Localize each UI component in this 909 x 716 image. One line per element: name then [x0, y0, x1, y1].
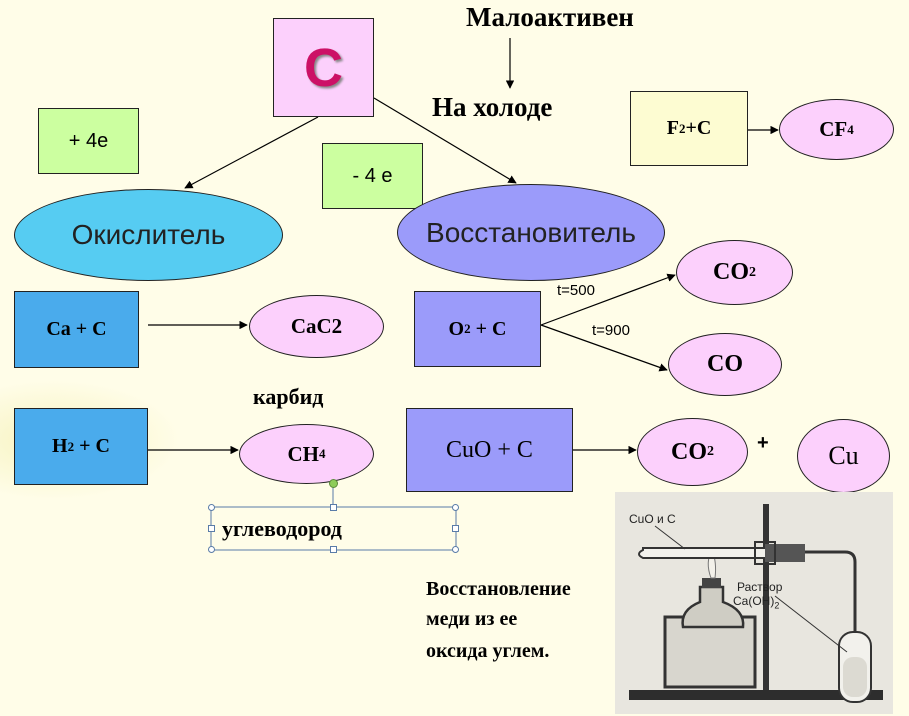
selection-handle[interactable]	[452, 504, 459, 511]
rotation-handle[interactable]	[329, 479, 338, 488]
temperature-500: t=500	[557, 282, 595, 299]
ch4-text: CH	[287, 441, 320, 466]
selection-handle[interactable]	[208, 546, 215, 553]
hydrogen-h: H	[52, 435, 68, 457]
carbon-box: C	[273, 18, 374, 117]
plus-sign: +	[757, 432, 769, 454]
co2-sub: 2	[749, 264, 756, 280]
hydrogen-sub: 2	[67, 438, 75, 454]
limewater-text: Ca(OH)	[733, 594, 775, 608]
apparatus-illustration: CuO и C Раствор Ca(OH)2	[615, 492, 893, 714]
oxygen-sub: 2	[464, 321, 471, 336]
fluorine-f: F	[666, 117, 679, 139]
cf4-sub: 4	[847, 121, 854, 137]
temperature-900: t=900	[592, 322, 630, 339]
gain-electrons-box: + 4е	[38, 108, 139, 174]
cf4-text: CF	[819, 117, 848, 141]
low-activity-label: Малоактивен	[466, 2, 634, 32]
limewater-sub: 2	[774, 600, 780, 611]
co2-copper-text: CO	[671, 438, 707, 465]
oxygen-tail: + C	[470, 317, 507, 340]
hydrogen-tail: + C	[74, 435, 110, 457]
arrow-c-to-oxidizer	[184, 116, 319, 189]
on-cold-label: На холоде	[432, 92, 553, 122]
arrow-c-to-reducer	[373, 97, 517, 184]
selection-handle[interactable]	[208, 525, 215, 532]
oxygen-o: O	[448, 317, 465, 340]
fluorine-sub: 2	[678, 120, 686, 136]
hydrocarbon-label[interactable]: углеводород	[222, 516, 342, 541]
apparatus-drawing	[615, 492, 893, 714]
copper-oxide-reagent-box: CuO + C	[406, 408, 573, 492]
photo-label-cuo-c: CuO и C	[629, 512, 676, 526]
selection-handle[interactable]	[330, 504, 337, 511]
arrow-o2-to-co	[540, 324, 668, 372]
cac2-ellipse: CaC2	[249, 295, 384, 358]
co2-text: CO	[713, 259, 749, 285]
ch4-sub: 4	[319, 446, 326, 461]
reduction-caption-line-3: оксида углем.	[426, 640, 550, 662]
photo-label-limewater: Ca(OH)2	[733, 594, 779, 610]
selection-handle[interactable]	[208, 504, 215, 511]
oxidizer-ellipse: Окислитель	[14, 189, 283, 281]
fluorine-tail: +C	[685, 117, 712, 139]
carbon-symbol: C	[304, 37, 343, 98]
selection-handle[interactable]	[452, 525, 459, 532]
arrow-o2-to-co2	[540, 273, 676, 326]
cu-ellipse: Cu	[797, 419, 890, 493]
reduction-caption-line-1: Восстановление	[426, 578, 571, 600]
reducer-ellipse: Восстановитель	[397, 184, 665, 281]
co-ellipse: CO	[668, 333, 782, 396]
reduction-caption-line-2: меди из ее	[426, 608, 518, 630]
calcium-reagent-box: Ca + C	[14, 291, 139, 368]
co2-copper-sub: 2	[707, 444, 714, 459]
selection-handle[interactable]	[452, 546, 459, 553]
carbide-label: карбид	[253, 384, 324, 409]
lose-electrons-box: - 4 е	[322, 143, 423, 209]
selection-handle[interactable]	[330, 546, 337, 553]
photo-label-solution: Раствор	[737, 580, 783, 594]
